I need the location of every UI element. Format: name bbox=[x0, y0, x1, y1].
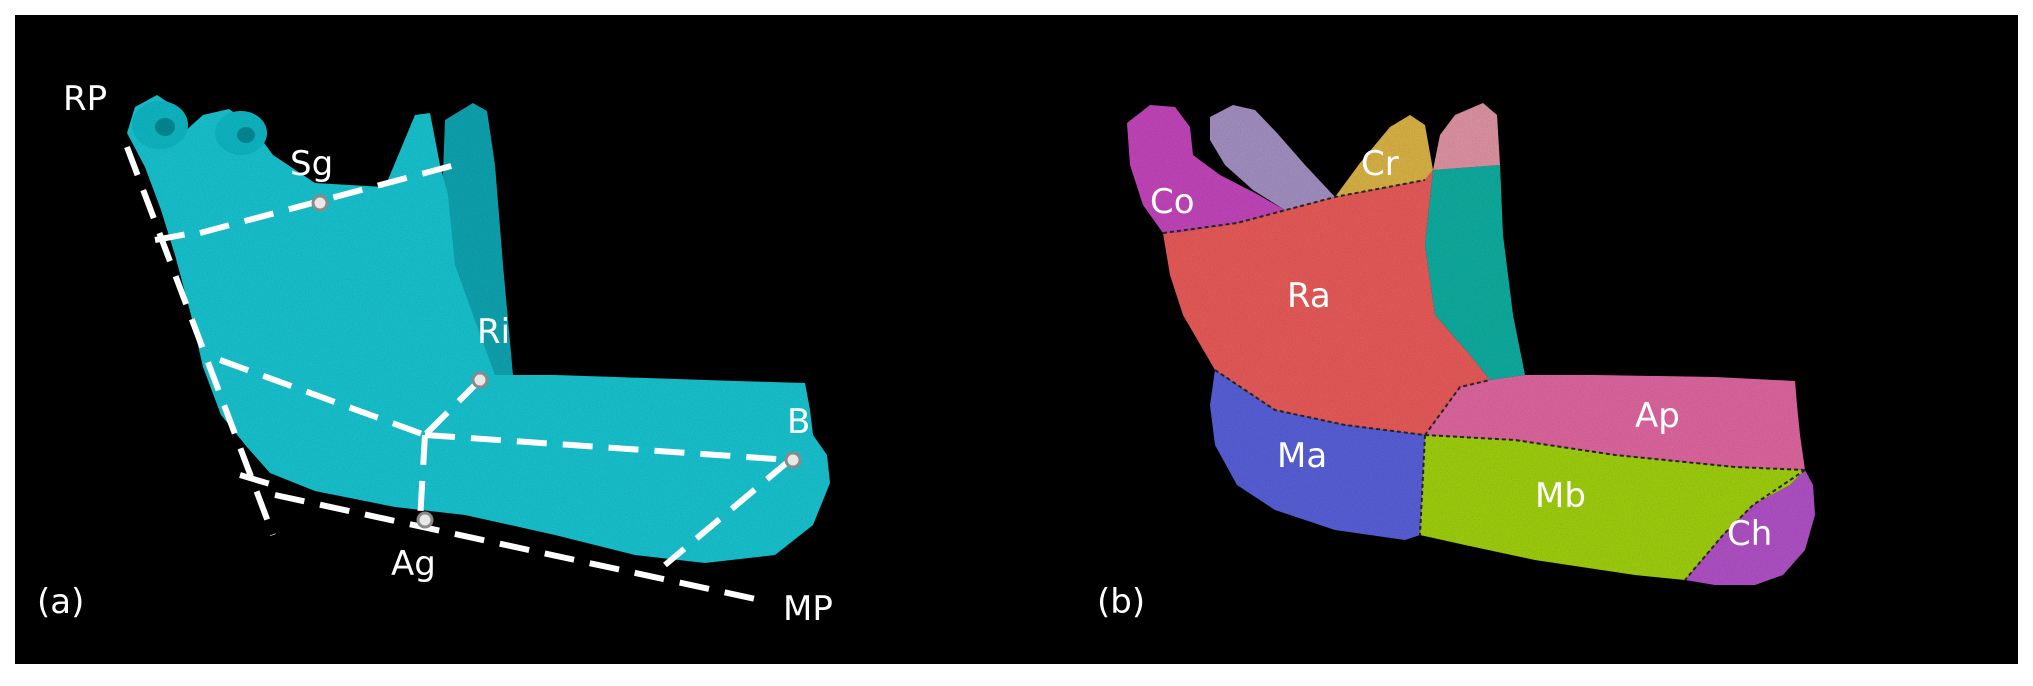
mp-plane-line bbox=[274, 492, 761, 603]
region-inner-coronoid bbox=[1433, 103, 1500, 170]
ri-label: Ri bbox=[477, 312, 510, 352]
region-cr bbox=[1335, 115, 1433, 197]
mid-ramus-line-1 bbox=[218, 357, 427, 438]
ri-line bbox=[422, 377, 483, 438]
mandible-body-a bbox=[127, 95, 830, 563]
reference-lines-a bbox=[124, 145, 792, 603]
sg-point bbox=[311, 194, 329, 212]
ma-label: Ma bbox=[1277, 436, 1327, 476]
rp-label: RP bbox=[63, 79, 107, 119]
region-ma bbox=[1210, 370, 1425, 540]
mb-label: Mb bbox=[1535, 476, 1586, 516]
panel-a-caption: (a) bbox=[37, 582, 84, 622]
condyle-hole-2-a bbox=[237, 127, 255, 143]
mandible-model-a bbox=[127, 95, 830, 563]
rp-plane-line bbox=[124, 145, 276, 537]
ch-label: Ch bbox=[1727, 514, 1772, 554]
mid-ramus-line-2 bbox=[424, 432, 791, 463]
b-label: B bbox=[787, 402, 810, 442]
figure: RP Sg Ri B Ag MP (a) bbox=[15, 15, 2018, 664]
sg-label: Sg bbox=[290, 144, 333, 184]
ap-label: Ap bbox=[1635, 396, 1680, 436]
landmark-points-a bbox=[311, 194, 802, 529]
mp-label: MP bbox=[783, 589, 833, 629]
rp-tick-line bbox=[154, 230, 194, 243]
region-inner-ramus bbox=[1425, 165, 1525, 380]
segmented-mandible-b bbox=[1127, 103, 1815, 585]
segment-boundaries bbox=[1162, 179, 1806, 581]
ag-point bbox=[416, 511, 434, 529]
cr-label: Cr bbox=[1361, 144, 1399, 184]
region-ra bbox=[1163, 170, 1490, 435]
panel-b: Co Cr Ra Ap Ma Mb Ch (b) bbox=[1097, 103, 1815, 622]
ag-label: Ag bbox=[391, 544, 436, 584]
region-co-upper bbox=[1210, 105, 1335, 210]
co-label: Co bbox=[1150, 182, 1195, 222]
region-ch bbox=[1685, 470, 1815, 585]
chin-line bbox=[663, 457, 792, 568]
region-ap bbox=[1425, 375, 1805, 470]
ra-label: Ra bbox=[1287, 276, 1331, 316]
ri-point bbox=[471, 371, 489, 389]
region-mb bbox=[1420, 435, 1805, 580]
region-co bbox=[1127, 105, 1285, 233]
condyle-hole-1-a bbox=[155, 118, 175, 136]
panel-a: RP Sg Ri B Ag MP (a) bbox=[37, 79, 833, 629]
b-point bbox=[784, 451, 802, 469]
gonial-tick-line bbox=[239, 472, 281, 490]
ag-line bbox=[417, 434, 428, 521]
panel-b-caption: (b) bbox=[1097, 582, 1145, 622]
